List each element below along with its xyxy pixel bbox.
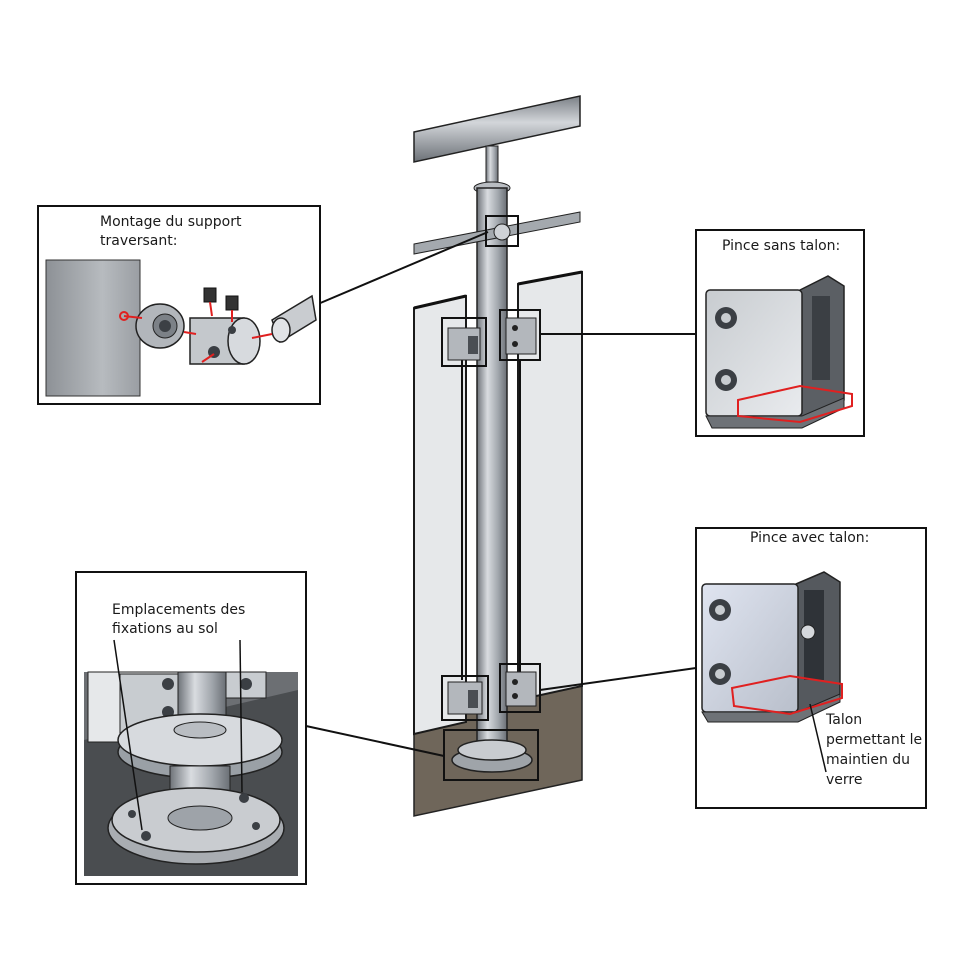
upper-clamp-right <box>499 309 541 361</box>
callout-pince-sans-talon: Pince sans talon: <box>695 229 865 437</box>
post-base <box>443 729 539 781</box>
talon-note-line2: permettant le <box>826 732 922 748</box>
callout-fixations-title-line2: fixations au sol <box>112 621 218 637</box>
callout-pince-avec-talon: Pince avec talon: Talon permettant le ma… <box>695 527 927 809</box>
main-railing <box>413 95 583 817</box>
handrail <box>413 95 581 163</box>
callout-pince-avec-talon-title: Pince avec talon: <box>750 530 869 546</box>
lower-clamp-left <box>441 675 489 721</box>
post-section <box>45 259 141 397</box>
connector-lines <box>305 231 697 757</box>
floor-fixing-hole-icon <box>239 793 249 803</box>
lower-clamp-right <box>499 663 541 713</box>
callout-fixations-title-line1: Emplacements des <box>112 602 245 618</box>
talon-note-line1: Talon <box>825 712 862 728</box>
upper-clamp-left <box>441 317 487 367</box>
callout-support-title-line1: Montage du support <box>100 214 242 230</box>
talon-note-line3: maintien du <box>826 752 910 768</box>
highlight-outline <box>737 384 853 424</box>
highlight-outline <box>730 674 843 716</box>
grub-screw-icon <box>225 295 239 311</box>
callout-fixations-sol: Emplacements des fixations au sol <box>75 571 307 885</box>
grub-screw-icon <box>203 287 217 303</box>
floor-fixing-hole-icon <box>128 810 136 818</box>
callout-pince-sans-talon-title: Pince sans talon: <box>722 238 840 254</box>
floor-fixing-hole-icon <box>252 822 260 830</box>
main-post <box>476 187 508 751</box>
talon-note-line4: verre <box>826 772 862 788</box>
glass-panel-left <box>413 294 467 736</box>
floor-fixing-hole-icon <box>141 831 151 841</box>
handrail-stem <box>485 145 499 183</box>
callout-support-traversant: Montage du support traversant: <box>37 205 321 405</box>
callout-support-title-line2: traversant: <box>100 233 177 249</box>
